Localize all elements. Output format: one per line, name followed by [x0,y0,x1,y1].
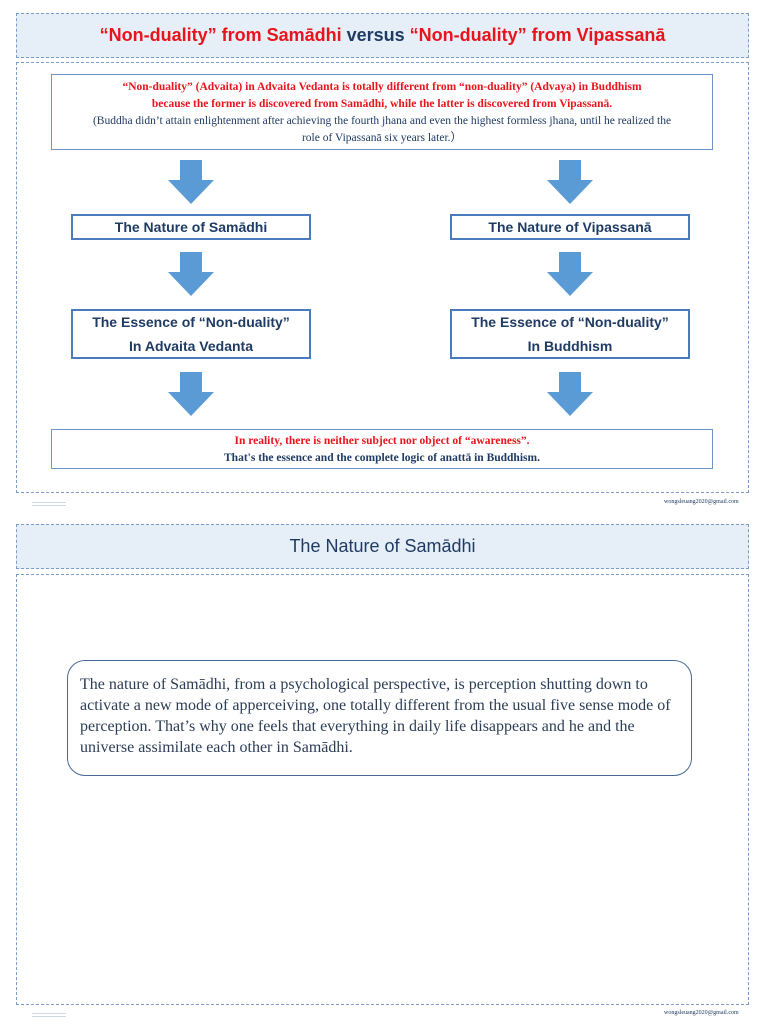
essence-buddhism-line-1: The Essence of “Non-duality” [471,314,669,330]
intro-line-2: because the former is discovered from Sa… [151,98,613,110]
nature-samadhi-box: The Nature of Samādhi [71,214,311,240]
slide2-body [16,574,749,1005]
intro-box: “Non-duality” (Advaita) in Advaita Vedan… [51,74,713,150]
nature-vipassana-box: The Nature of Vipassanā [450,214,690,240]
essence-buddhism-box: The Essence of “Non-duality” In Buddhism [450,309,690,359]
samadhi-description-text: The nature of Samādhi, from a psychologi… [80,676,671,756]
essence-advaita-box: The Essence of “Non-duality” In Advaita … [71,309,311,359]
essence-buddhism-line-2: In Buddhism [527,338,613,354]
conclusion-line-2: That's the essence and the complete logi… [224,452,540,464]
nature-vipassana-label: The Nature of Vipassanā [488,219,652,235]
down-arrow-icon [168,160,214,204]
slide2-title: The Nature of Samādhi [289,536,476,556]
intro-line-3: (Buddha didn’t attain enlightenment afte… [92,115,672,127]
nature-samadhi-label: The Nature of Samādhi [114,219,268,235]
conclusion-box: In reality, there is neither subject nor… [51,429,713,469]
slide1-footer-mark [32,502,66,508]
down-arrow-icon [547,160,593,204]
down-arrow-icon [168,252,214,296]
slide2-email: wongsleuang2020@gmail.com [664,1010,739,1016]
samadhi-description-box: The nature of Samādhi, from a psychologi… [67,660,692,776]
down-arrow-icon [547,372,593,416]
slide2-title-bar: The Nature of Samādhi [16,524,749,569]
essence-advaita-line-1: The Essence of “Non-duality” [92,314,290,330]
intro-line-1: “Non-duality” (Advaita) in Advaita Vedan… [122,81,642,93]
down-arrow-icon [547,252,593,296]
intro-line-4: role of Vipassanā six years later.） [301,132,463,144]
slide2-footer-mark [32,1013,66,1019]
slide1-title-bar: “Non-duality” from Samādhi versus “Non-d… [16,13,749,58]
title-part-vipassana: “Non-duality” from Vipassanā [409,25,666,45]
slide1-title: “Non-duality” from Samādhi versus “Non-d… [100,25,666,46]
down-arrow-icon [168,372,214,416]
essence-advaita-line-2: In Advaita Vedanta [129,338,253,354]
slide1-email: wongsleuang2020@gmail.com [664,499,739,505]
conclusion-line-1: In reality, there is neither subject nor… [234,435,530,447]
title-part-samadhi: “Non-duality” from Samādhi [99,25,342,45]
title-part-versus: versus [341,25,410,45]
